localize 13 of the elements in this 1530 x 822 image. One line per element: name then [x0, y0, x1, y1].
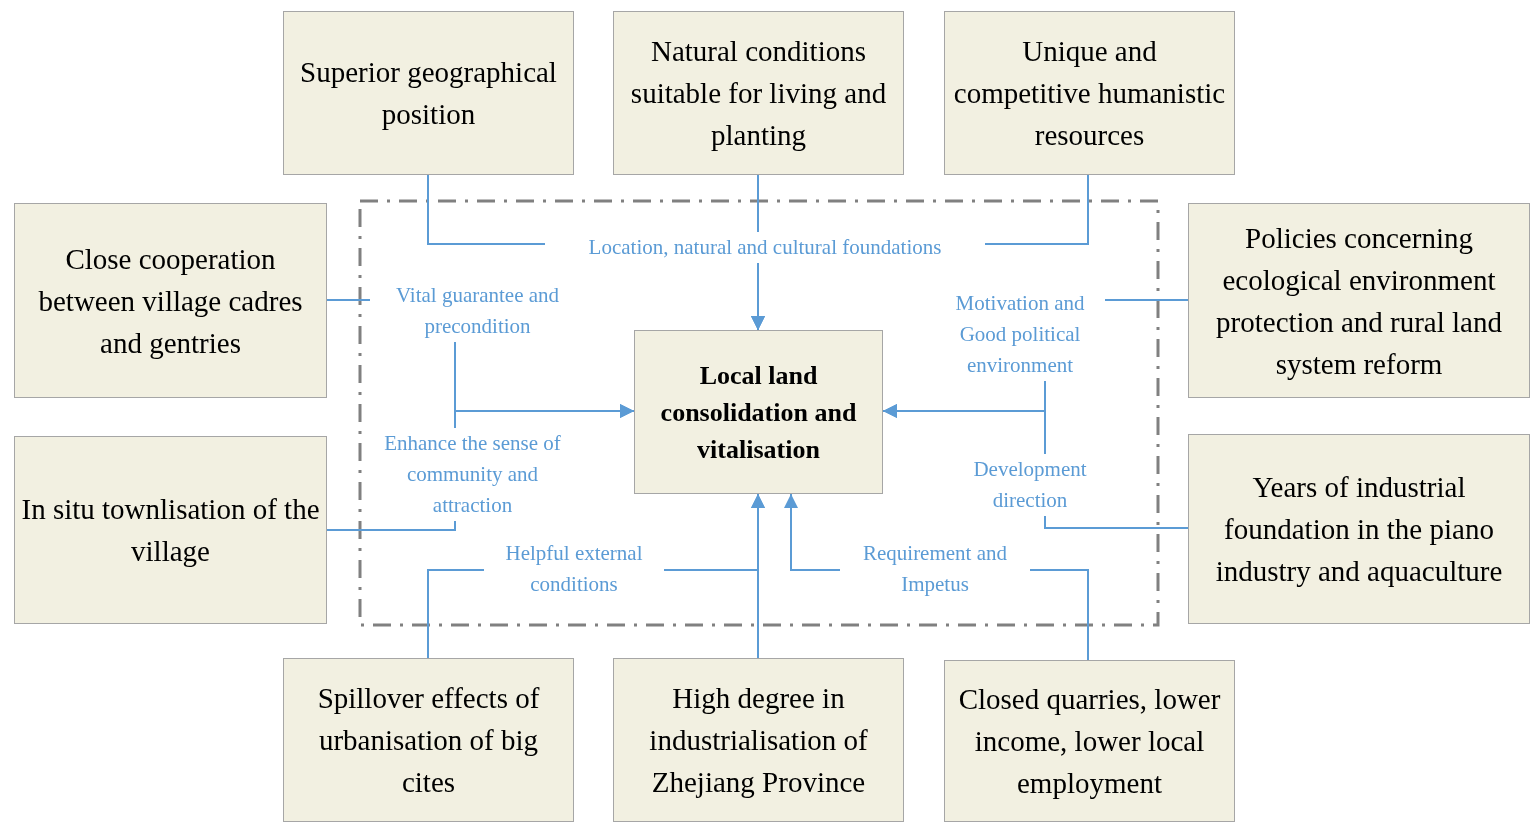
- text-box: In situ townlisation of the village: [14, 436, 327, 624]
- text-box: Local land consolidation and vitalisation: [634, 330, 883, 494]
- text-box: Policies concerning ecological environment protection and rural land system reform: [1188, 203, 1530, 398]
- text-box: Superior geographical position: [283, 11, 574, 175]
- text-box: Natural conditions suitable for living and planting: [613, 11, 904, 175]
- text-box: Unique and competitive humanistic resources: [944, 11, 1235, 175]
- text-box: Closed quarries, lower income, lower local employment: [944, 660, 1235, 822]
- arrow: [751, 493, 765, 659]
- edge-label: Location, natural and cultural foundations: [545, 232, 985, 263]
- text-box: Spillover effects of urbanisation of big cites: [283, 658, 574, 822]
- text-box: Close cooperation between village cadres and gentries: [14, 203, 327, 398]
- text-box: Years of industrial foundation in the piano industry and aquaculture: [1188, 434, 1530, 624]
- text-box: High degree in industrialisation of Zhejiang Province: [613, 658, 904, 822]
